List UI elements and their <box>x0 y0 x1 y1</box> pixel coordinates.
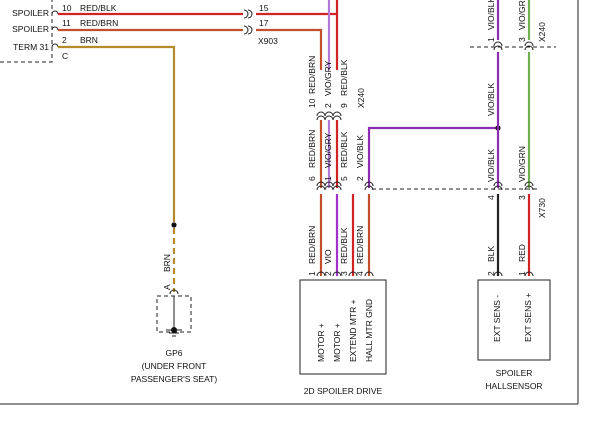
spoiler-drive-box <box>299 279 387 375</box>
x903-connector-symbols <box>243 9 253 35</box>
ground-icon <box>166 296 182 337</box>
top-left-row2-pin-right: 17 <box>259 18 269 28</box>
wire-ground-brn <box>58 45 176 222</box>
drive-connector-symbols <box>316 271 374 277</box>
top-left-module-outline <box>0 0 53 63</box>
ground-splice-dot <box>171 222 177 228</box>
drive-terminal-4: HALL MTR GND <box>364 299 374 362</box>
mid-left-pin-2: 2 <box>355 176 365 181</box>
sensor-terminal-2: EXT SENS + <box>523 293 533 342</box>
vio-blk-junction-label: VIO/BLK <box>486 83 496 116</box>
sensor-pin-2: 2 <box>486 271 496 276</box>
top-left-row2-label: SPOILER <box>12 24 49 34</box>
right-top-connector-label: X240 <box>537 22 547 42</box>
x240-top-wire-red-brn: RED/BRN <box>307 56 317 94</box>
right-top-wire-vio-grn: VIO/GRN <box>517 0 527 30</box>
spoiler-hallsensor-title-2: HALLSENSOR <box>485 381 542 391</box>
drive-pin-2: 2 <box>323 271 333 276</box>
x240-top-pin-9: 9 <box>339 103 349 108</box>
ground-name: GP6 <box>165 348 182 358</box>
top-left-pin-markers <box>51 10 59 48</box>
wire-spoiler-red-brn <box>58 28 323 70</box>
right-top-wire-vio-blk: VIO/BLK <box>486 0 496 30</box>
sensor-pin-1: 1 <box>517 271 527 276</box>
mid-right-pin-4: 4 <box>486 195 496 200</box>
drive-wire-3: RED/BLK <box>339 227 349 264</box>
drive-pin-3: 3 <box>339 271 349 276</box>
mid-left-pin-1: 1 <box>323 176 333 181</box>
mid-right-pin-3: 3 <box>517 195 527 200</box>
top-left-sub-label: C <box>62 51 68 61</box>
top-left-row1-wire: RED/BLK <box>80 3 117 13</box>
right-top-pin-3: 3 <box>517 37 527 42</box>
x240-upper-connector-symbols <box>316 111 342 121</box>
x730-label: X730 <box>537 198 547 218</box>
top-left-row2-pin: 11 <box>62 18 71 28</box>
sensor-wire-red: RED <box>517 244 527 262</box>
x240-top-pin-10: 10 <box>307 98 317 108</box>
sensor-connector-symbols <box>493 271 534 277</box>
spoiler-hallsensor-box <box>477 279 551 361</box>
x903-label: X903 <box>258 36 278 46</box>
ground-location-line1: (UNDER FRONT <box>142 361 207 371</box>
drive-pin-4: 4 <box>355 271 365 276</box>
mid-left-pin-5: 5 <box>339 176 349 181</box>
mid-right-connector-symbols <box>493 181 534 191</box>
top-left-row1-pin: 10 <box>62 3 72 13</box>
ground-pin-label: A <box>162 284 172 290</box>
drive-pin-1: 1 <box>307 271 317 276</box>
mid-right-wire-vio-blk: VIO/BLK <box>486 149 496 182</box>
mid-right-wire-vio-grn: VIO/GRN <box>517 146 527 182</box>
spoiler-hallsensor-title-1: SPOILER <box>496 368 533 378</box>
mid-left-wire-red-blk: RED/BLK <box>339 131 349 168</box>
mid-left-pin-6: 6 <box>307 176 317 181</box>
drive-wire-4: RED/BRN <box>355 226 365 264</box>
drive-wire-2: VIO <box>323 249 333 264</box>
top-left-row3-wire: BRN <box>80 35 98 45</box>
drive-terminal-2: MOTOR + <box>332 323 342 362</box>
mid-left-wire-red-brn: RED/BRN <box>307 130 317 168</box>
x240-top-wire-vio-gry: VIO/GRY <box>323 60 333 96</box>
top-left-row3-pin: 2 <box>62 35 67 45</box>
mid-left-connector-symbols <box>316 181 374 191</box>
mid-left-wire-vio-gry: VIO/GRY <box>323 132 333 168</box>
x240-top-pin-2: 2 <box>323 103 333 108</box>
ground-location-line2: PASSENGER'S SEAT) <box>131 374 217 384</box>
top-left-row3-label: TERM 31 <box>13 42 49 52</box>
x240-top-wire-red-blk: RED/BLK <box>339 59 349 96</box>
wire-vio-blk-junction <box>367 126 498 188</box>
mid-left-wire-vio-blk: VIO/BLK <box>355 135 365 168</box>
drive-wire-1: RED/BRN <box>307 226 317 264</box>
ground-wire-label: BRN <box>162 254 172 272</box>
sensor-wire-blk: BLK <box>486 246 496 262</box>
ground-connector-symbol <box>169 289 179 295</box>
drive-terminal-3: EXTEND MTR + <box>348 299 358 362</box>
sensor-terminal-1: EXT SENS - <box>492 295 502 342</box>
top-left-row1-pin-right: 15 <box>259 3 269 13</box>
x240-top-connector-label: X240 <box>356 88 366 108</box>
spoiler-drive-title: 2D SPOILER DRIVE <box>304 386 383 396</box>
ground-point-dot <box>171 327 177 333</box>
right-top-pin-1: 1 <box>486 37 496 42</box>
right-top-connector-symbols <box>493 41 534 51</box>
drive-terminal-1: MOTOR + <box>316 323 326 362</box>
top-left-row1-label: SPOILER <box>12 8 49 18</box>
top-left-row2-wire: RED/BRN <box>80 18 118 28</box>
